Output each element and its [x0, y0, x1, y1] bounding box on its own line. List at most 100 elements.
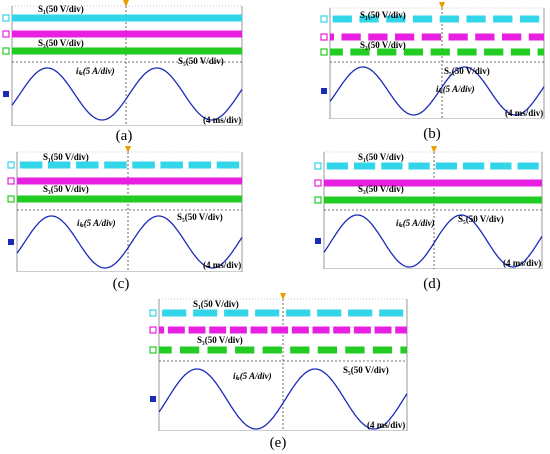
caption-d: (d) [423, 276, 441, 292]
signal-pulse-e-1-10 [374, 326, 392, 334]
signal-pulse-b-2-3 [430, 48, 450, 56]
signal-pulse-b-1-0 [341, 33, 361, 41]
signal-pulse-c-0-0 [19, 161, 43, 169]
signal-pulse-e-2-2 [235, 346, 255, 354]
s3-label-e: S₃(50 V/div) [197, 335, 243, 345]
s1-label-d: S₁(50 V/div) [358, 152, 404, 162]
channel-marker-3-d [314, 196, 322, 204]
current-label-b: iₗₐ(5 A/div) [436, 84, 475, 94]
signal-pulse-b-1-3 [421, 33, 442, 41]
current-marker-e [150, 396, 156, 402]
signal-pulse-b-1-7 [528, 33, 544, 41]
signal-pulse-b-0-6 [493, 15, 513, 23]
signal-pulse-b-1-6 [502, 33, 522, 41]
signal-pulse-b-2-5 [484, 48, 504, 56]
timebase-label-a: (4 ms/div) [203, 115, 242, 125]
signal-pulse-e-2-8 [400, 346, 407, 354]
signal-pulse-e-2--1 [159, 346, 172, 354]
scope-panel-d: S₁(50 V/div) S₃(50 V/div) S₅(50 V/div) i… [308, 146, 550, 296]
signal-pulse-e-0-1 [193, 309, 218, 317]
s3-label-b: S₃(50 V/div) [360, 40, 406, 50]
s1-label-b: S₁(50 V/div) [360, 10, 406, 20]
signal-pulse-e-1-0 [167, 326, 185, 334]
scope-screen-a [2, 0, 243, 126]
current-marker-d [315, 238, 321, 244]
signal-pulse-b-0-4 [439, 15, 459, 23]
channel-marker-2-a [2, 30, 10, 38]
signal-pulse-b-0-0 [332, 15, 352, 23]
trigger-marker-c [125, 146, 131, 153]
s3-label-d: S₃(50 V/div) [358, 184, 404, 194]
s3-label-a: S₃(50 V/div) [38, 38, 84, 48]
signal-pulse-b-2-6 [510, 48, 531, 56]
current-marker-b [321, 88, 327, 94]
signal-pulse-e-2-6 [345, 346, 365, 354]
scope-screen-c [7, 146, 243, 272]
signal-pulse-e-0-4 [286, 309, 311, 317]
current-label-a: iₗₐ(5 A/div) [76, 66, 115, 76]
current-wave-b [329, 66, 545, 116]
signal-pulse-d-0-7 [517, 162, 539, 170]
signal-pulse-e-2-4 [290, 346, 310, 354]
current-wave-d [323, 214, 543, 268]
signal-pulse-e-1--1 [159, 326, 165, 334]
s3-label-c: S₃(50 V/div) [43, 184, 89, 194]
signal-pulse-b-1-1 [368, 33, 388, 41]
signal-pulse-b-1-2 [395, 33, 415, 41]
s5-label-e: S₅(50 V/div) [343, 365, 389, 375]
signal-pulse-c-0-2 [76, 161, 99, 169]
signal-pulse-b-2-0 [350, 48, 370, 56]
s5-label-c: S₅(50 V/div) [177, 212, 223, 222]
current-marker-c [8, 239, 14, 245]
signal-pulse-e-1-5 [271, 326, 289, 334]
s1-label-e: S₁(50 V/div) [193, 299, 239, 309]
channel-marker-1-c [7, 161, 15, 169]
channel-marker-2-b [320, 33, 328, 41]
current-wave-a [11, 67, 243, 121]
channel-marker-2-d [314, 179, 322, 187]
channel-marker-1-d [314, 162, 322, 170]
signal-pulse-c-0-3 [104, 161, 127, 169]
s1-label-c: S₁(50 V/div) [43, 152, 89, 162]
caption-c: (c) [112, 276, 130, 292]
trigger-marker-d [431, 146, 437, 153]
signal-pulse-e-2-1 [207, 346, 227, 354]
timebase-label-c: (4 ms/div) [203, 260, 242, 270]
signal-pulse-b-2-4 [457, 48, 477, 56]
scope-screen-e [149, 293, 408, 431]
signal-pulse-e-1-7 [312, 326, 330, 334]
signal-pulse-c-0-7 [216, 161, 240, 169]
channel-marker-1-b [320, 15, 328, 23]
signal-pulse-e-2-5 [317, 346, 338, 354]
signal-pulse-b-2-7 [537, 48, 544, 56]
s5-label-d: S₅(50 V/div) [458, 214, 504, 224]
signal-pulse-e-2-3 [262, 346, 282, 354]
current-label-c: iₗₐ(5 A/div) [77, 218, 116, 228]
signal-pulse-e-1-6 [291, 326, 309, 334]
signal-pulse-e-0-0 [162, 309, 187, 317]
s5-label-a: S₅(50 V/div) [178, 56, 224, 66]
signal-bar-c-1 [17, 177, 242, 185]
current-wave-e [158, 368, 408, 430]
signal-pulse-e-0-7 [379, 309, 404, 317]
signal-pulse-c-0-1 [47, 161, 71, 169]
signal-pulse-b-0-3 [412, 15, 433, 23]
signal-bar-d-1 [324, 179, 542, 187]
signal-pulse-e-1-1 [188, 326, 206, 334]
signal-bar-c-2 [17, 195, 242, 203]
s1-label-a: S₁(50 V/div) [38, 4, 84, 14]
signal-pulse-d-0-0 [326, 162, 348, 170]
channel-marker-3-c [7, 195, 15, 203]
signal-pulse-d-0-3 [408, 162, 430, 170]
channel-marker-1-e [149, 309, 157, 317]
signal-pulse-e-0-6 [348, 309, 373, 317]
caption-a: (a) [115, 128, 133, 144]
signal-pulse-e-1-4 [250, 326, 268, 334]
channel-marker-1-a [2, 14, 10, 22]
signal-pulse-e-0-3 [255, 309, 280, 317]
current-label-e: iₗₐ(5 A/div) [233, 371, 272, 381]
signal-pulse-b-0-1 [359, 15, 379, 23]
signal-pulse-e-2-7 [372, 346, 393, 354]
caption-b: (b) [423, 126, 441, 142]
caption-e: (e) [269, 435, 287, 451]
